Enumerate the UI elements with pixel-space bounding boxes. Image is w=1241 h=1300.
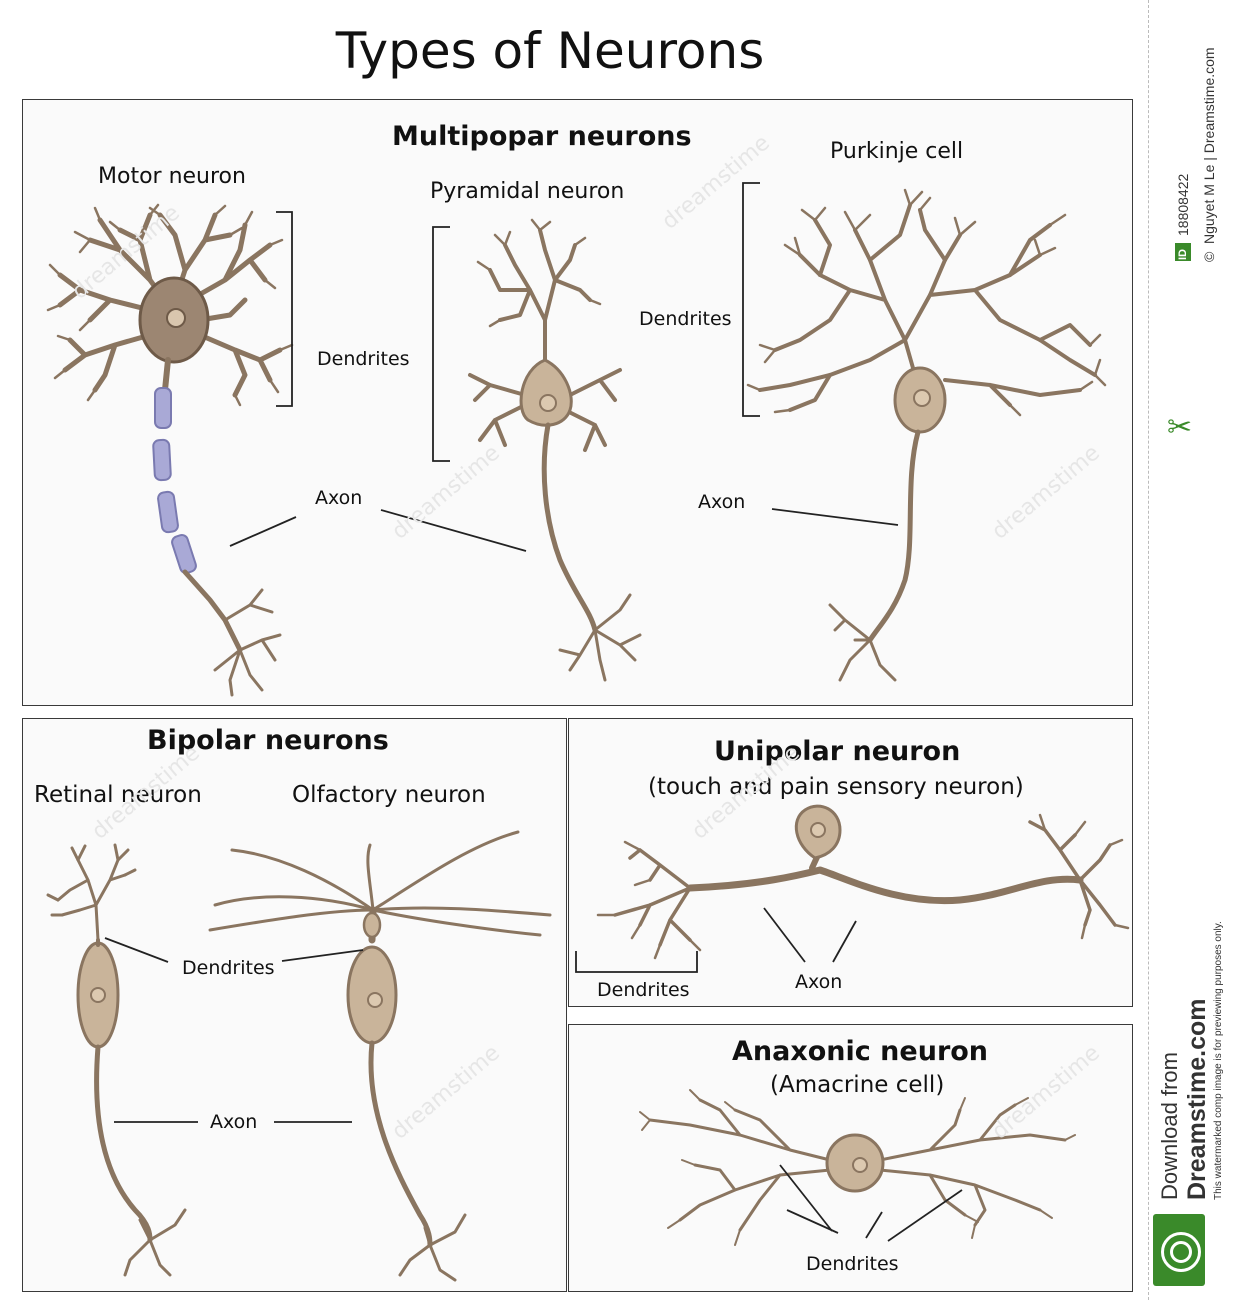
- pyramidal-dendrites-bracket: [432, 226, 450, 462]
- anaxonic-dendrites-label: Dendrites: [806, 1253, 899, 1275]
- image-id: 18808422: [1175, 173, 1191, 236]
- pyramidal-soma: [519, 358, 573, 427]
- copyright-symbol: ©: [1201, 251, 1217, 262]
- unipolar-axon-leader-left: [763, 907, 806, 963]
- pyramidal-apical-dendrites: [488, 228, 592, 367]
- bipolar-dendrites-label: Dendrites: [182, 957, 275, 979]
- id-badge-label: ID: [1177, 249, 1189, 260]
- unipolar-dendrites-label: Dendrites: [597, 979, 690, 1001]
- bipolar-axon-label: Axon: [210, 1111, 258, 1133]
- id-badge: [1175, 243, 1191, 261]
- anaxonic-heading: Anaxonic neuron: [732, 1036, 989, 1067]
- olfactory-cilia: [208, 830, 552, 937]
- dreamstime-logo-icon: [1153, 1214, 1205, 1286]
- unipolar-subtitle: (touch and pain sensory neuron): [648, 774, 1024, 800]
- motor-dendrites-label: Dendrites: [317, 348, 410, 370]
- page-title: Types of Neurons: [335, 22, 765, 80]
- pyramidal-axon: [541, 422, 598, 633]
- anaxonic-leader-3: [865, 1211, 883, 1239]
- stock-sidebar: ID 18808422 © Nguyet M Le | Dreamstime.c…: [1148, 0, 1241, 1300]
- purkinje-dendrites-label: Dendrites: [639, 308, 732, 330]
- unipolar-axon-leader-right: [832, 920, 857, 963]
- purkinje-dendrites-bracket: [742, 182, 760, 417]
- bipolar-dendrites-leader-left: [104, 937, 169, 963]
- anaxonic-dendrites: [648, 1098, 1067, 1232]
- download-from: Download from: [1157, 1052, 1182, 1200]
- retinal-dendrites: [46, 843, 137, 942]
- retinal-axon: [94, 1044, 153, 1243]
- unipolar-heading: Unipolar neuron: [714, 736, 961, 767]
- multipolar-heading: Multipopar neurons: [392, 121, 692, 152]
- purkinje-cell-label: Purkinje cell: [830, 139, 964, 164]
- multipolar-axon-label: Axon: [315, 487, 363, 509]
- bipolar-dendrites-leader-right: [281, 949, 364, 962]
- unipolar-dendrites-bracket: [575, 951, 698, 973]
- purkinje-axon: [867, 429, 921, 643]
- anaxonic-leader-2: [779, 1164, 833, 1232]
- purkinje-dendritic-tree: [758, 203, 1097, 412]
- retinal-neuron-label: Retinal neuron: [34, 782, 202, 808]
- olfactory-axon: [368, 1040, 433, 1248]
- unipolar-axon-label: Axon: [795, 971, 843, 993]
- bipolar-heading: Bipolar neurons: [147, 725, 389, 756]
- anaxonic-subtitle: (Amacrine cell): [770, 1072, 945, 1098]
- author-credit: Nguyet M Le | Dreamstime.com: [1201, 47, 1217, 244]
- axon-leader-pyramidal: [380, 509, 527, 552]
- olfactory-neuron-label: Olfactory neuron: [292, 782, 486, 808]
- purkinje-axon-label: Axon: [698, 491, 746, 513]
- neuron-illustrations: [46, 182, 1130, 1282]
- motor-dendrites-bracket: [276, 211, 293, 407]
- axon-leader-motor: [229, 516, 297, 547]
- scissors-icon: ✂: [1167, 410, 1193, 445]
- axon-leader-purkinje: [771, 508, 899, 526]
- unipolar-panel: [568, 718, 1133, 1007]
- anaxonic-leader-4: [887, 1189, 963, 1242]
- pyramidal-neuron-label: Pyramidal neuron: [430, 179, 625, 204]
- myelin-sheaths: [152, 387, 197, 574]
- pyramidal-basal-dendrites: [468, 368, 622, 452]
- unipolar-process: [686, 866, 1084, 905]
- preview-notice: This watermarked comp image is for previ…: [1213, 921, 1224, 1200]
- multipolar-panel: [22, 99, 1133, 706]
- motor-neuron-label: Motor neuron: [98, 164, 246, 189]
- dreamstime-site: Dreamstime.com: [1183, 998, 1211, 1200]
